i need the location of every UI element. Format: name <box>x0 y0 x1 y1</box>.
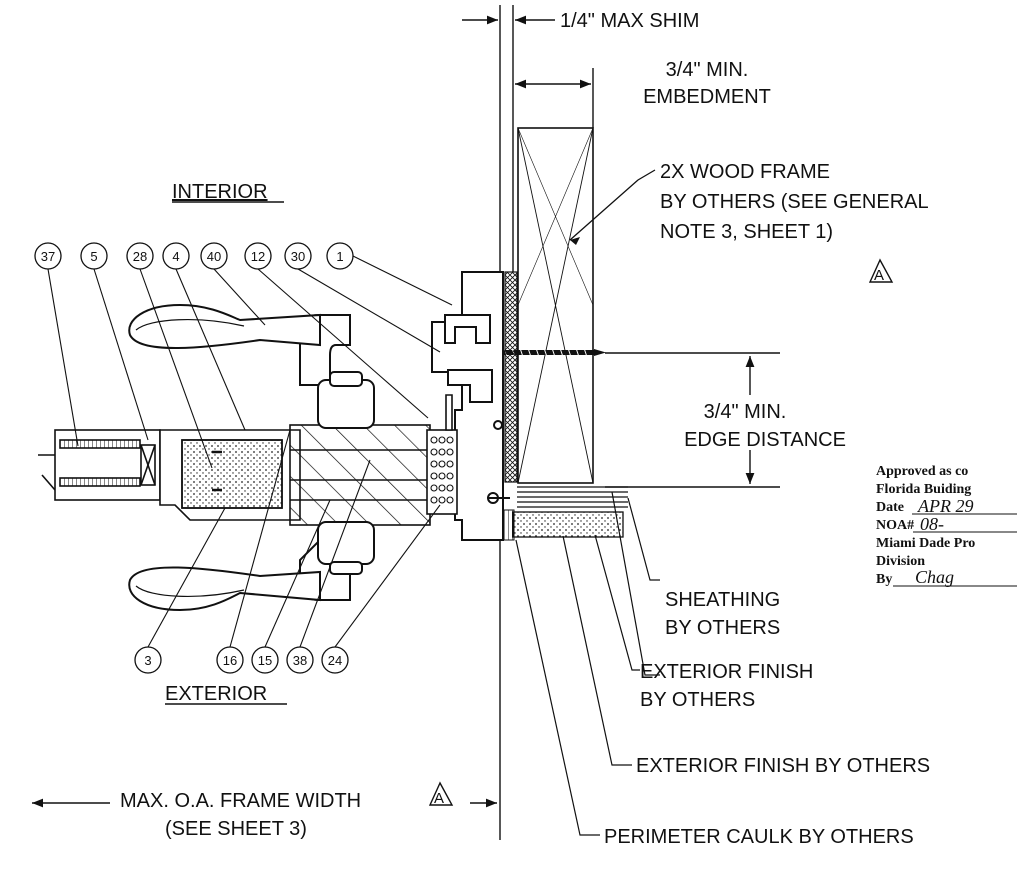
callout-38: 38 <box>286 646 314 674</box>
svg-text:40: 40 <box>207 249 221 264</box>
glazing-assembly <box>38 394 458 526</box>
callout-3: 3 <box>134 646 162 674</box>
callout-37: 37 <box>34 242 62 270</box>
edge-distance-label-line2: EDGE DISTANCE <box>684 429 846 451</box>
callout-30: 30 <box>284 242 312 270</box>
lever-handle-top <box>128 303 375 429</box>
svg-text:38: 38 <box>293 653 307 668</box>
svg-text:Chag: Chag <box>915 567 954 587</box>
svg-text:4: 4 <box>172 249 179 264</box>
svg-text:37: 37 <box>41 249 55 264</box>
svg-text:12: 12 <box>251 249 265 264</box>
callout-15: 15 <box>251 646 279 674</box>
sheathing-label-line1: SHEATHING <box>665 589 780 611</box>
sheathing <box>517 486 628 508</box>
exterior-finish-label-line1: EXTERIOR FINISH <box>640 661 813 683</box>
svg-text:A: A <box>434 790 444 807</box>
callout-1: 1 <box>326 242 354 270</box>
frame-width-label-line1: MAX. O.A. FRAME WIDTH <box>120 790 361 812</box>
wood-frame-label-line2: BY OTHERS (SEE GENERAL <box>660 191 929 213</box>
svg-text:Miami Dade Pro: Miami Dade Pro <box>876 536 975 551</box>
approval-stamp: Approved as co Florida Buiding Date APR … <box>876 464 1017 587</box>
embedment-label-line1: 3/4" MIN. <box>666 59 749 81</box>
embedment-label-line2: EMBEDMENT <box>643 86 771 108</box>
callout-40: 40 <box>200 242 228 270</box>
revision-triangle-icon: A <box>868 258 894 284</box>
revision-triangle-icon-2: A <box>428 781 454 807</box>
svg-text:16: 16 <box>223 653 237 668</box>
exterior-label: EXTERIOR <box>165 683 267 705</box>
lever-handle-bottom <box>128 521 375 612</box>
svg-text:Date: Date <box>876 500 904 515</box>
svg-text:NOA#: NOA# <box>876 518 914 533</box>
svg-text:Florida Buiding: Florida Buiding <box>876 482 971 497</box>
svg-text:APR 29: APR 29 <box>917 496 974 516</box>
callout-16: 16 <box>216 646 244 674</box>
callout-4: 4 <box>162 242 190 270</box>
exterior-finish-layer <box>512 511 624 538</box>
svg-text:1: 1 <box>336 249 343 264</box>
callout-12: 12 <box>244 242 272 270</box>
svg-text:28: 28 <box>133 249 147 264</box>
svg-text:5: 5 <box>90 249 97 264</box>
exterior-finish-label-line2: BY OTHERS <box>640 689 755 711</box>
wood-frame-label-line3: NOTE 3, SHEET 1) <box>660 221 833 243</box>
wood-frame <box>517 127 594 484</box>
wood-frame-label-line1: 2X WOOD FRAME <box>660 161 830 183</box>
svg-text:Division: Division <box>876 554 925 569</box>
wood-frame-leader <box>569 169 656 241</box>
callout-28: 28 <box>126 242 154 270</box>
window-frame-extrusion <box>431 271 510 541</box>
edge-distance-dimension <box>605 352 780 488</box>
callout-leaders-top <box>47 255 453 469</box>
svg-text:24: 24 <box>328 653 342 668</box>
perimeter-caulk-label: PERIMETER CAULK BY OTHERS <box>604 826 914 848</box>
annotation-leaders <box>515 491 660 836</box>
svg-text:30: 30 <box>291 249 305 264</box>
svg-text:Approved as co: Approved as co <box>876 464 968 479</box>
interior-label: INTERIOR <box>172 181 268 203</box>
edge-distance-label-line1: 3/4" MIN. <box>704 401 787 423</box>
callout-leaders-bottom <box>147 429 441 648</box>
callout-24: 24 <box>321 646 349 674</box>
frame-width-label-line2: (SEE SHEET 3) <box>165 818 307 840</box>
svg-text:3: 3 <box>144 653 151 668</box>
callout-5: 5 <box>80 242 108 270</box>
callouts-bottom: 3 16 15 38 24 <box>134 646 349 674</box>
svg-text:By: By <box>876 572 892 587</box>
perimeter-caulk <box>503 509 515 541</box>
callouts-top: 37 5 28 4 40 12 30 1 <box>34 242 354 270</box>
exterior-finish-2-label: EXTERIOR FINISH BY OTHERS <box>636 755 930 777</box>
svg-text:A: A <box>874 267 884 284</box>
svg-text:08-: 08- <box>920 514 944 534</box>
svg-text:15: 15 <box>258 653 272 668</box>
max-shim-label: 1/4" MAX SHIM <box>560 10 699 32</box>
shim-strip <box>504 271 518 483</box>
sheathing-label-line2: BY OTHERS <box>665 617 780 639</box>
